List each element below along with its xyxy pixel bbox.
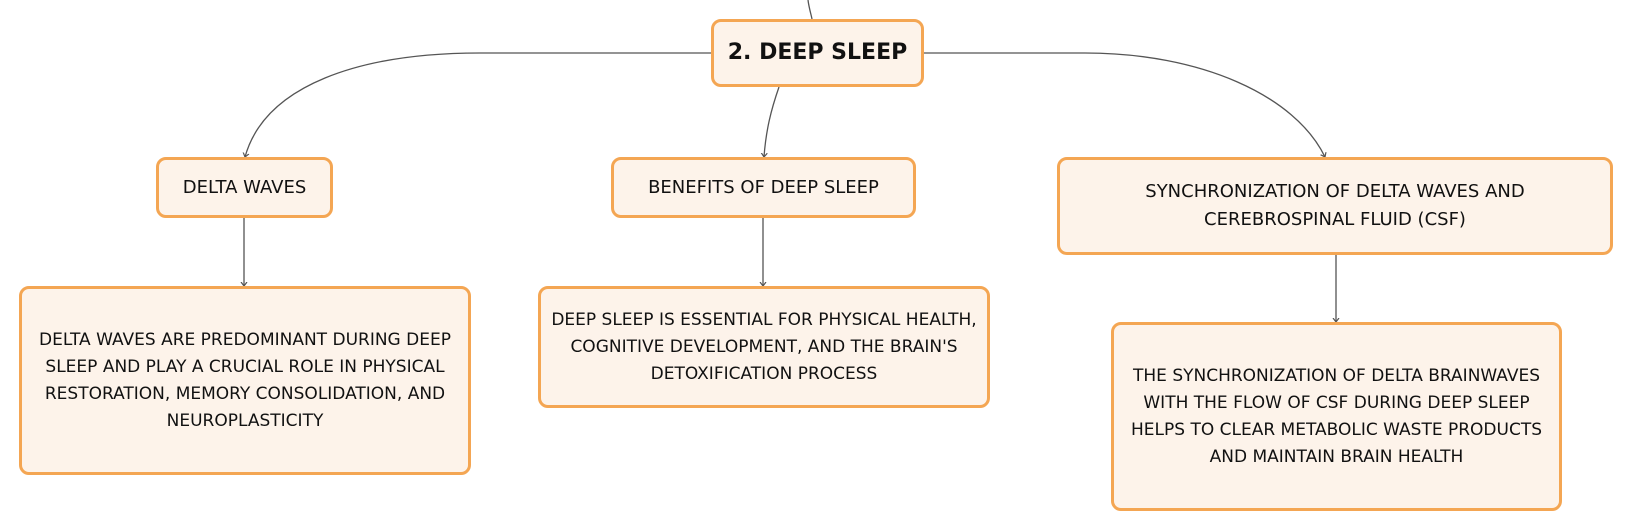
node-delta-waves-label: DELTA WAVES	[182, 176, 307, 198]
node-synchronization-description[interactable]: THE SYNCHRONIZATION OF DELTA BRAINWAVES …	[1111, 322, 1562, 511]
node-synchronization-delta-csf[interactable]: SYNCHRONIZATION OF DELTA WAVES AND CEREB…	[1057, 157, 1613, 255]
root-node-deep-sleep[interactable]: 2. DEEP SLEEP	[711, 19, 924, 87]
node-benefits-of-deep-sleep[interactable]: BENEFITS OF DEEP SLEEP	[611, 157, 916, 218]
root-node-label: 2. DEEP SLEEP	[727, 40, 908, 65]
node-delta-waves[interactable]: DELTA WAVES	[156, 157, 333, 218]
node-synchronization-label: SYNCHRONIZATION OF DELTA WAVES AND CEREB…	[1145, 181, 1525, 230]
node-delta-waves-description[interactable]: DELTA WAVES ARE PREDOMINANT DURING DEEP …	[19, 286, 471, 475]
node-benefits-description[interactable]: DEEP SLEEP IS ESSENTIAL FOR PHYSICAL HEA…	[538, 286, 990, 408]
node-synchronization-description-text: THE SYNCHRONIZATION OF DELTA BRAINWAVES …	[1131, 365, 1542, 467]
connector-root-to-delta-waves	[245, 52, 711, 157]
node-benefits-description-text: DEEP SLEEP IS ESSENTIAL FOR PHYSICAL HEA…	[551, 309, 977, 384]
connector-parent-to-root	[807, 0, 813, 20]
connector-root-to-synchronization	[924, 52, 1325, 157]
connector-root-to-benefits	[764, 86, 780, 157]
node-benefits-label: BENEFITS OF DEEP SLEEP	[648, 176, 879, 198]
node-delta-waves-description-text: DELTA WAVES ARE PREDOMINANT DURING DEEP …	[39, 329, 451, 431]
